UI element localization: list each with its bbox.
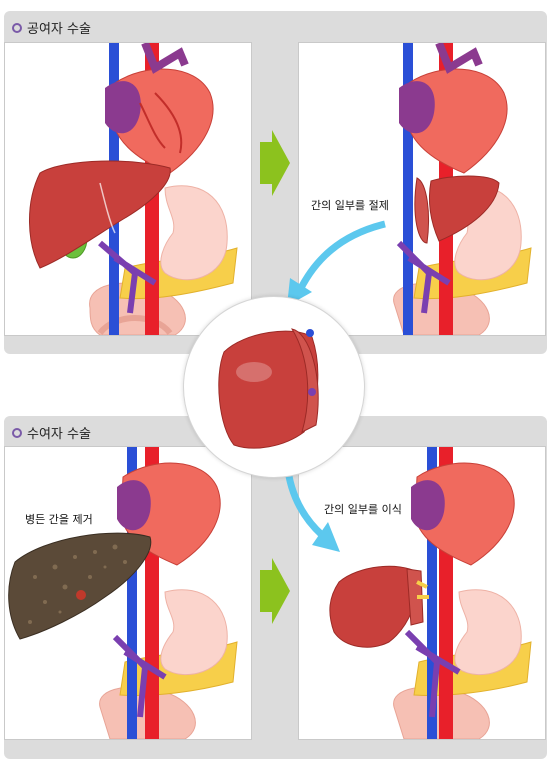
resect-caption: 간의 일부를 절제: [311, 199, 389, 212]
liver-shape: [29, 160, 171, 269]
recipient-section-header: 수여자 수술: [12, 423, 91, 442]
donor-before-illustration: [29, 43, 238, 335]
recipient-after-illustration: [329, 447, 532, 739]
donor-section-header: 공여자 수술: [12, 18, 91, 37]
cut-surface-shape: [414, 177, 430, 244]
donor-before-panel: [4, 42, 252, 336]
bullet-icon: [12, 22, 22, 33]
bullet-icon: [12, 427, 22, 438]
heart-shape: [105, 43, 214, 174]
transplanted-liver-shape: [329, 565, 419, 648]
remaining-liver-shape: [428, 175, 500, 242]
liver-segment-illustration: [218, 328, 319, 449]
green-arrow-icon: [260, 558, 290, 624]
recipient-before-illustration: [8, 447, 238, 739]
donor-after-illustration: [393, 43, 532, 335]
stomach-shape: [160, 185, 228, 281]
recipient-section-title: 수여자 수술: [27, 427, 91, 442]
green-arrow-icon: [260, 130, 290, 196]
liver-segment-circle: [183, 296, 365, 478]
diseased-liver-shape: [8, 532, 152, 640]
donor-section-title: 공여자 수술: [27, 22, 91, 37]
donor-after-panel: 간의 일부를 절제: [298, 42, 546, 336]
diseased-caption: 병든 간을 제거: [25, 513, 93, 526]
resect-arrow-icon: [296, 220, 386, 292]
transplant-caption: 간의 일부를 이식: [324, 503, 402, 516]
portal-vessels-shape: [98, 240, 157, 314]
recipient-before-panel: 병든 간을 제거: [4, 446, 252, 740]
recipient-after-panel: 간의 일부를 이식: [298, 446, 546, 740]
